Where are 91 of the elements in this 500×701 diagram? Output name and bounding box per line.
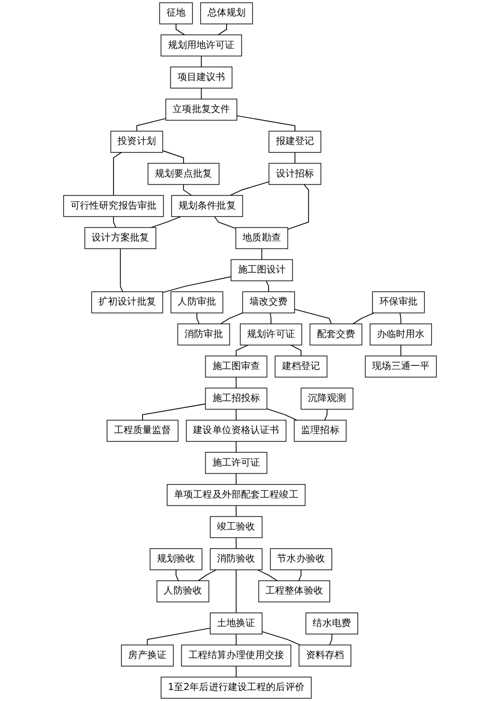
node-box: 房产换证 [121, 644, 174, 666]
node-box: 单项工程及外部配套工程竣工 [166, 484, 306, 506]
node-box: 工程结算办理使用交接 [181, 644, 292, 666]
node-box: 人防验收 [156, 580, 210, 602]
connector [200, 88, 202, 100]
node-box: 1至2年后进行建设工程的后评价 [160, 676, 312, 699]
connector [230, 181, 270, 196]
node-box: 建设单位资格认证书 [186, 420, 286, 442]
node-box: 施工许可证 [205, 452, 268, 474]
node-box: 规划许可证 [240, 324, 302, 346]
connector [290, 344, 302, 356]
connector [236, 634, 237, 646]
node-box: 设计方案批复 [84, 227, 156, 250]
connector [324, 408, 328, 421]
node-box: 规划用地许可证 [160, 34, 242, 56]
connector [294, 152, 296, 164]
connector [236, 376, 237, 388]
connector [270, 312, 272, 324]
connector [298, 569, 302, 582]
connector [257, 569, 278, 582]
connector [262, 631, 301, 646]
connector [236, 505, 237, 517]
connector [176, 569, 179, 582]
node-box: 办临时用水 [370, 324, 432, 346]
node-box: 规划要点批复 [148, 162, 220, 185]
connector [142, 404, 206, 421]
connector [266, 280, 270, 292]
node-box: 消防验收 [210, 548, 262, 570]
node-box: 施工招投标 [205, 388, 268, 410]
connector [266, 408, 298, 421]
node-box: 节水办验收 [270, 548, 332, 570]
connector [294, 308, 332, 324]
connector [261, 248, 262, 260]
node-box: 设计招标 [268, 162, 322, 185]
node-box: 扩初设计批复 [91, 291, 164, 314]
node-box: 现场三通一平 [364, 356, 437, 378]
connector [287, 184, 309, 230]
connector [150, 216, 182, 228]
connector [214, 216, 236, 229]
connector [162, 150, 184, 164]
node-box: 地质勘查 [235, 227, 288, 250]
connector [146, 628, 211, 646]
connector [176, 24, 186, 36]
connector [329, 634, 332, 646]
node-box: 项目建议书 [170, 66, 232, 88]
node-box: 立项批复文件 [165, 98, 238, 121]
connector [196, 312, 200, 324]
connector [236, 408, 237, 421]
node-box: 人防审批 [170, 291, 224, 314]
connector [236, 569, 237, 614]
connector [352, 312, 375, 324]
node-box: 结水电费 [306, 612, 358, 634]
connector [198, 569, 217, 582]
connector [113, 152, 122, 196]
node-box: 投资计划 [110, 130, 164, 153]
connector [236, 666, 237, 678]
connector [236, 440, 237, 453]
node-box: 征地 [159, 2, 193, 24]
node-box: 配套交费 [310, 324, 362, 346]
node-box: 施工图设计 [230, 259, 293, 282]
connector [183, 184, 192, 196]
node-box: 竣工验收 [210, 516, 262, 538]
connector [200, 56, 202, 68]
node-box: 监理招标 [294, 420, 346, 442]
connector [162, 276, 232, 293]
connector [236, 115, 296, 132]
node-box: 墙改交费 [242, 291, 295, 314]
node-box: 消防审批 [177, 324, 230, 346]
connector [113, 216, 116, 228]
node-box: 土地换证 [210, 612, 262, 634]
connector [136, 118, 166, 132]
node-box: 总体规划 [200, 2, 253, 24]
node-box: 环保审批 [372, 291, 425, 314]
connector [236, 537, 237, 550]
node-box: 工程整体验收 [258, 580, 330, 602]
connector [120, 248, 124, 292]
connector [236, 344, 248, 356]
node-box: 可行性研究报告审批 [63, 195, 164, 217]
node-box: 沉降观测 [300, 388, 354, 410]
connector [218, 24, 227, 36]
node-box: 规划验收 [150, 548, 202, 570]
connector [400, 312, 402, 324]
node-box: 资料存档 [298, 644, 352, 666]
node-box: 工程质量监督 [106, 420, 178, 442]
node-box: 报建登记 [268, 130, 322, 153]
node-box: 建档登记 [274, 356, 328, 378]
connector [236, 473, 237, 485]
connector [220, 312, 244, 324]
node-box: 规划条件批复 [171, 195, 243, 217]
connector [400, 344, 402, 356]
node-box: 施工图审查 [205, 356, 268, 378]
